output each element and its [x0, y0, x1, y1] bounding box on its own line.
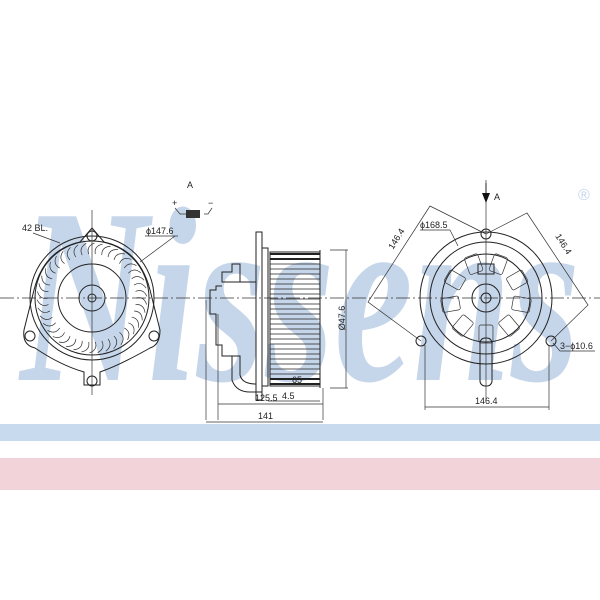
blade: [39, 315, 53, 320]
fan-diameter-label: Ø47.6: [337, 306, 347, 331]
vent-slot: [440, 295, 461, 313]
vent-slot: [511, 295, 532, 313]
blade: [124, 327, 130, 341]
blade: [97, 340, 104, 354]
blade: [131, 316, 139, 328]
blade: [105, 338, 111, 352]
vent-slot: [488, 253, 508, 275]
vent-slot: [464, 253, 484, 275]
blade: [54, 255, 60, 269]
blade: [119, 332, 124, 345]
vent-slot: [506, 269, 529, 291]
blade: [128, 322, 135, 335]
connector-view-label: A: [187, 180, 193, 190]
blade: [87, 242, 95, 255]
blue-band: [0, 424, 600, 441]
blade: [128, 269, 142, 274]
vent-slot: [478, 324, 494, 344]
blade: [101, 245, 111, 256]
blade: [58, 336, 71, 343]
blade: [42, 322, 56, 327]
blades-label: 42 BL.: [22, 223, 48, 233]
holes-label: 3−ϕ10.6: [560, 341, 593, 351]
blade: [81, 341, 90, 353]
blade: [45, 268, 53, 280]
rear-view-label: A: [494, 192, 500, 202]
blade: [49, 261, 56, 274]
blade: [135, 304, 146, 313]
blade: [73, 340, 83, 351]
blade: [37, 307, 51, 313]
blade: [41, 275, 50, 286]
pink-band: [0, 458, 600, 490]
dim-125-5: 125.5: [255, 393, 278, 403]
blade: [135, 297, 147, 305]
blade: [134, 310, 143, 321]
bottom-width-dim: 146.4: [475, 396, 498, 406]
blade: [89, 341, 97, 354]
blade: [123, 263, 137, 269]
blade: [66, 247, 71, 261]
registered-mark: ®: [578, 187, 590, 204]
blade: [113, 253, 126, 260]
blade: [80, 242, 87, 256]
blade: [94, 243, 103, 255]
blade: [73, 244, 79, 258]
blade: [135, 290, 148, 297]
view-arrow-icon: [482, 193, 490, 203]
blade: [52, 332, 65, 338]
vent-slot: [452, 314, 474, 337]
connector-detail: A + −: [172, 180, 213, 218]
blade: [131, 276, 145, 281]
blade: [119, 258, 132, 264]
connector-plug-icon: [186, 210, 200, 218]
blade: [107, 249, 119, 258]
blade: [113, 335, 118, 349]
dim-4-5: 4.5: [282, 391, 295, 401]
diameter-label: ϕ147.6: [146, 226, 174, 236]
front-view: 42 BL. ϕ147.6: [22, 210, 178, 395]
blade: [36, 299, 49, 306]
dim-141: 141: [258, 411, 273, 421]
blade: [65, 338, 77, 347]
connector-minus: −: [208, 198, 213, 208]
dim-65: 65: [292, 375, 302, 385]
blade: [37, 291, 49, 299]
connector-plus: +: [172, 198, 177, 208]
blade: [38, 283, 49, 292]
blade: [133, 283, 147, 289]
vent-slot: [443, 269, 466, 291]
rear-diameter-label: ϕ168.5: [420, 220, 448, 230]
side-view: Ø47.6 65 4.5 125.5 141: [205, 231, 348, 423]
vent-slot: [498, 314, 520, 337]
blade: [47, 327, 61, 333]
blade: [60, 251, 65, 264]
